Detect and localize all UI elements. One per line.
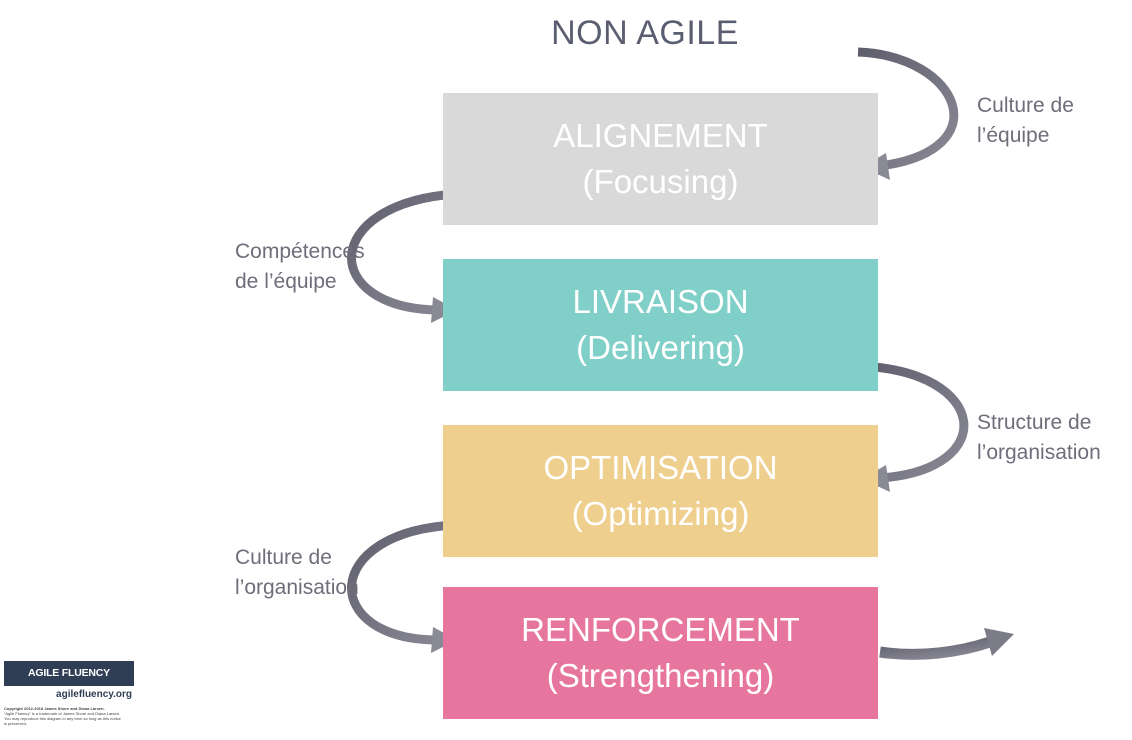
transition-line: Structure de [977,411,1092,434]
stage-livraison: LIVRAISON (Delivering) [443,259,878,391]
transition-label-structure-organisation: Structure de l’organisation [977,408,1101,468]
stage-name: LIVRAISON [572,283,749,320]
arrow-renforcement-exit [879,628,1014,660]
transition-label-culture-equipe: Culture de l’équipe [977,91,1074,151]
arrow-optimisation-to-renforcement [347,520,457,653]
logo-url: agilefluency.org [56,689,132,700]
stage-english-name: (Optimizing) [571,495,750,532]
logo-name: AGILE FLUENCY PROJECT [4,661,134,704]
stage-english-name: (Delivering) [576,329,745,366]
copyright-line: “Agile Fluency” is a trademark of James … [4,711,121,716]
transition-line: Culture de [235,546,332,569]
stage-name: RENFORCEMENT [521,611,800,648]
copyright-line: You may reproduce this diagram in any fo… [4,716,121,721]
stage-alignement: ALIGNEMENT (Focusing) [443,93,878,225]
copyright-notice: Copyright 2012-2018 James Shore and Dian… [4,706,134,726]
copyright-line: is preserved. [4,721,27,726]
transition-line: Compétences [235,240,365,263]
transition-line: l’organisation [235,576,359,599]
transition-line: l’équipe [977,124,1050,147]
stage-name: OPTIMISATION [543,449,778,486]
copyright-line: Copyright 2012-2018 James Shore and Dian… [4,706,105,711]
transition-line: l’organisation [977,441,1101,464]
stage-english-name: (Strengthening) [546,657,775,694]
transition-label-culture-organisation: Culture de l’organisation [235,543,359,603]
stage-optimisation: OPTIMISATION (Optimizing) [443,425,878,557]
stage-english-name: (Focusing) [582,163,739,200]
transition-line: Culture de [977,94,1074,117]
agile-fluency-logo: AGILE FLUENCY PROJECT agilefluency.org C… [4,661,134,726]
stage-renforcement: RENFORCEMENT (Strengthening) [443,587,878,719]
diagram-title: NON AGILE [551,14,739,52]
stage-name: ALIGNEMENT [553,117,768,154]
transition-line: de l’équipe [235,270,337,293]
transition-label-competences-equipe: Compétences de l’équipe [235,237,365,297]
arrow-alignement-to-livraison [347,189,457,323]
